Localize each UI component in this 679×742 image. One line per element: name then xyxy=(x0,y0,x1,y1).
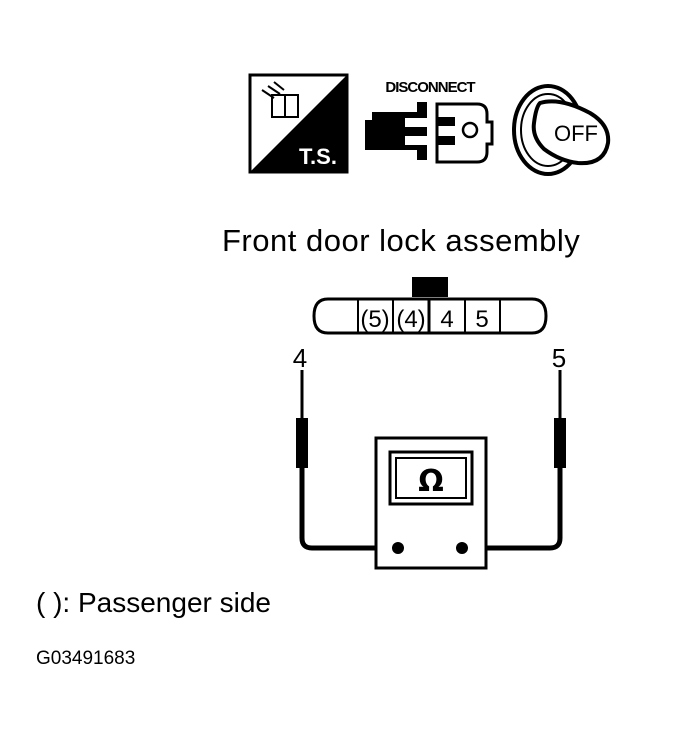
connector-pin: 5 xyxy=(475,306,488,333)
connector-latch xyxy=(412,277,448,297)
meter-terminal-left xyxy=(392,542,404,554)
passenger-side-legend: ( ): Passenger side xyxy=(36,587,271,618)
disconnect-icon: DISCONNECT xyxy=(365,79,494,164)
ts-label: T.S. xyxy=(299,144,337,169)
ohmmeter: Ω xyxy=(374,436,488,570)
lead-label-left: 4 xyxy=(293,343,307,373)
lead-label-right: 5 xyxy=(552,343,566,373)
ignition-off-label: OFF xyxy=(554,121,598,146)
connector-pin: (5) xyxy=(360,306,389,333)
connector: (5) (4) 4 5 xyxy=(312,277,548,335)
connector-pin: 4 xyxy=(440,306,453,333)
ts-icon: T.S. xyxy=(248,73,349,174)
probe-lead-right xyxy=(462,370,566,551)
figure-code: G03491683 xyxy=(36,648,136,669)
ohm-symbol: Ω xyxy=(418,464,444,499)
ignition-off-icon: OFF xyxy=(512,84,611,176)
probe-lead-left xyxy=(296,370,398,551)
connector-pin: (4) xyxy=(396,306,425,333)
meter-terminal-right xyxy=(456,542,468,554)
disconnect-label: DISCONNECT xyxy=(385,79,475,96)
component-title: Front door lock assembly xyxy=(222,223,581,258)
